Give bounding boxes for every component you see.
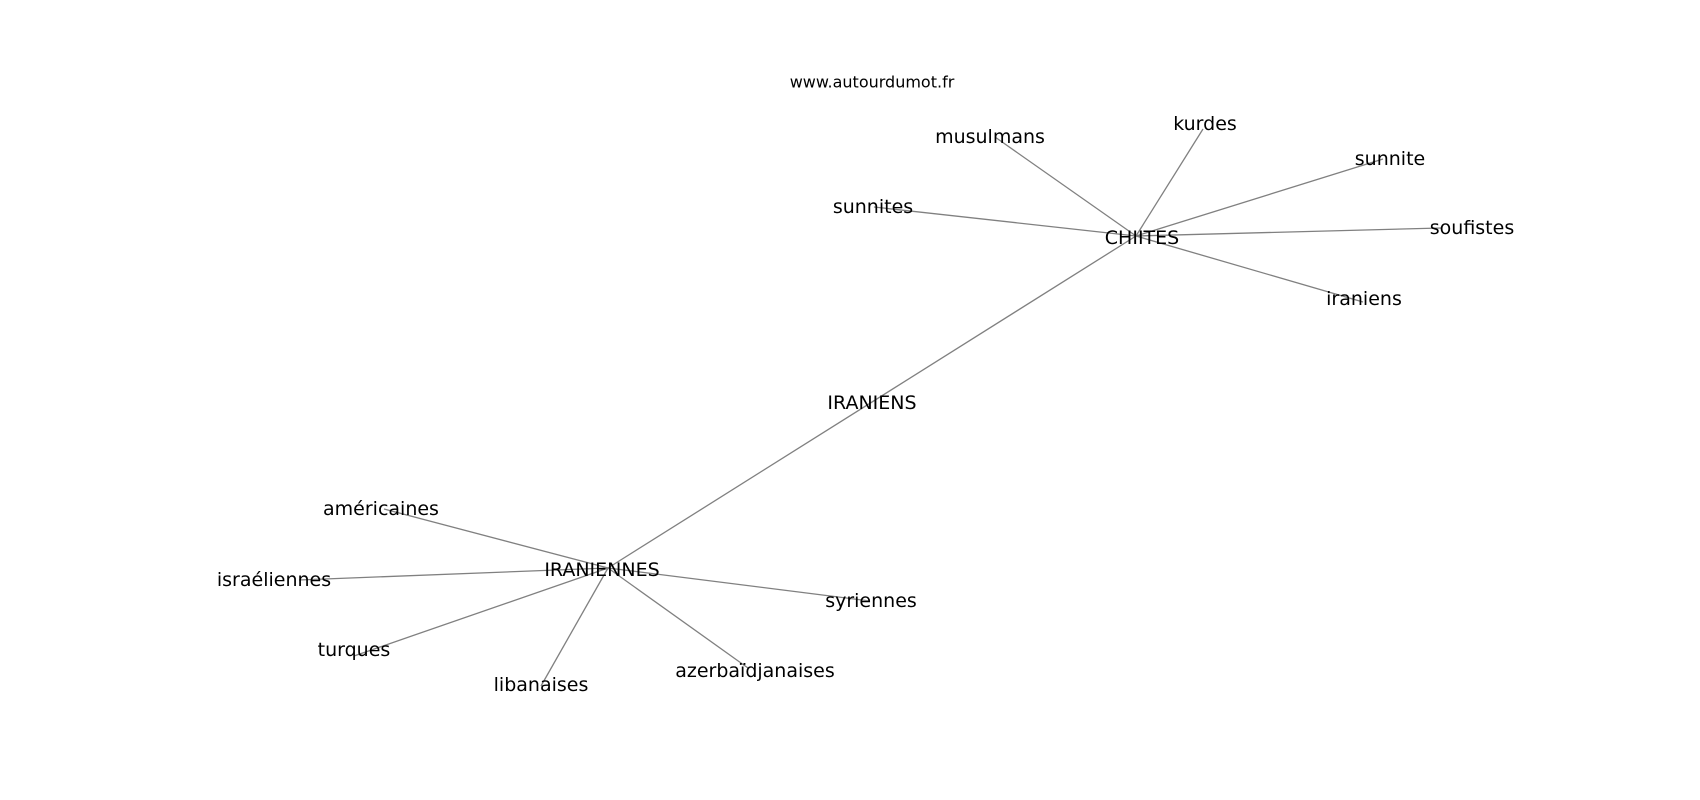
node-label-iraniennes: IRANIENNES	[544, 559, 659, 581]
node-label-musulmans: musulmans	[935, 126, 1045, 148]
node-label-sunnite: sunnite	[1355, 148, 1425, 170]
edge-iraniennes-israeliennes	[298, 567, 609, 581]
node-label-syriennes: syriennes	[825, 590, 917, 612]
node-label-sunnites: sunnites	[833, 196, 913, 218]
edge-chiites-iraniennes	[607, 235, 1137, 569]
node-label-kurdes: kurdes	[1173, 113, 1237, 135]
node-label-iraniens: iraniens	[1326, 288, 1402, 310]
node-label-iraniens_center: IRANIENS	[827, 392, 916, 414]
edge-iraniennes-americaines	[383, 508, 609, 569]
node-label-turques: turques	[318, 639, 391, 661]
graph-labels: IRANIENS CHIITES IRANIENNES musulmans kurdes…	[217, 113, 1514, 696]
node-label-americaines: américaines	[323, 498, 439, 520]
node-label-libanaises: libanaises	[494, 674, 589, 696]
edge-chiites-kurdes	[1135, 128, 1204, 237]
edge-iraniennes-azerbaidjanaises	[607, 567, 749, 669]
edge-chiites-musulmans	[994, 136, 1137, 237]
edge-iraniennes-turques	[353, 567, 609, 657]
watermark-text: www.autourdumot.fr	[790, 73, 955, 92]
edge-chiites-sunnites	[873, 206, 1137, 237]
edge-iraniennes-libanaises	[540, 567, 609, 687]
edge-chiites-soufistes	[1135, 227, 1442, 237]
node-label-israeliennes: israéliennes	[217, 569, 331, 591]
node-label-soufistes: soufistes	[1430, 217, 1514, 239]
node-label-chiites: CHIITES	[1105, 227, 1179, 249]
edge-chiites-sunnite	[1135, 158, 1384, 237]
graph-edges	[298, 128, 1442, 687]
node-label-azerbaidjanaises: azerbaïdjanaises	[675, 660, 835, 682]
edge-iraniennes-syriennes	[607, 567, 871, 602]
edge-chiites-iraniens	[1135, 235, 1364, 303]
